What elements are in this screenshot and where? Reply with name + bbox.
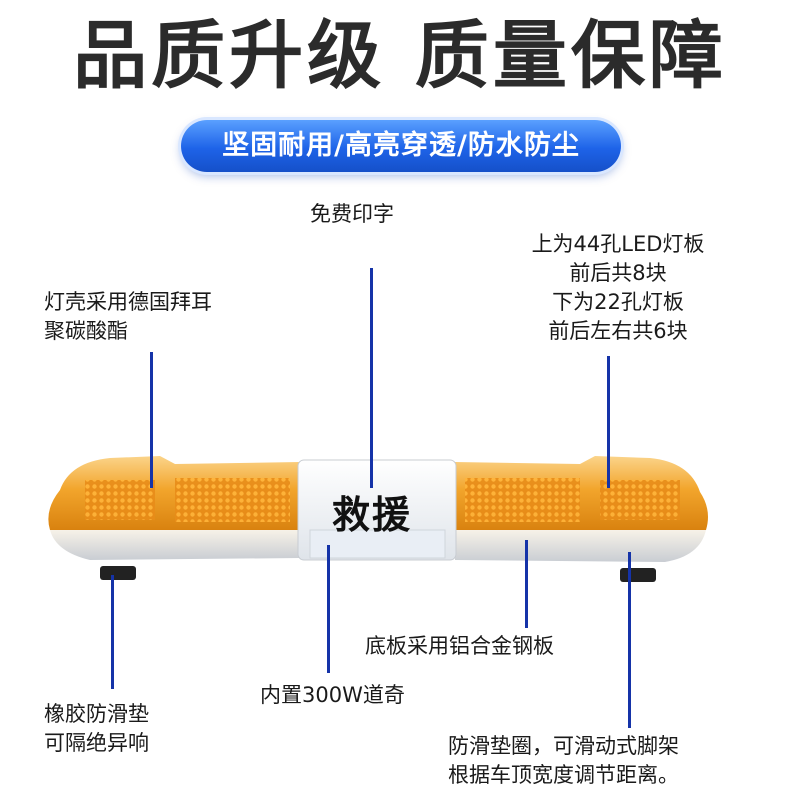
label-bracket-line-1: 防滑垫圈，可滑动式脚架 [448, 734, 679, 758]
pointer-base [525, 540, 528, 628]
headline: 品质升级 质量保障 [73, 13, 727, 99]
right-foot [620, 568, 656, 582]
feature-pill: 坚固耐用/高亮穿透/防水防尘 [181, 120, 621, 172]
label-base-plate: 底板采用铝合金钢板 [365, 634, 554, 658]
label-led-line-1: 上为44孔LED灯板 [531, 232, 705, 256]
pointer-strobe [327, 545, 330, 673]
label-shell-line-2: 聚碳酸酯 [44, 319, 128, 343]
pointer-bracket [628, 552, 631, 728]
left-led-board-1 [85, 480, 155, 520]
left-clear-base [50, 530, 300, 560]
label-led-line-4: 前后左右共6块 [548, 319, 688, 343]
label-free-print: 免费印字 [310, 202, 394, 226]
pointer-free-print [370, 268, 373, 488]
label-pad-line-2: 可隔绝异响 [44, 731, 149, 755]
label-bracket-line-2: 根据车顶宽度调节距离。 [448, 763, 679, 787]
pointer-led [607, 356, 610, 488]
label-shell-line-1: 灯壳采用德国拜耳 [44, 290, 212, 314]
label-shell-material: 灯壳采用德国拜耳 聚碳酸酯 [44, 288, 212, 346]
label-pad-line-1: 橡胶防滑垫 [44, 702, 149, 726]
pointer-shell [150, 352, 153, 488]
label-strobe: 内置300W道奇 [260, 683, 405, 707]
right-led-board-1 [465, 478, 580, 522]
left-led-board-2 [175, 478, 290, 522]
label-led-line-3: 下为22孔灯板 [552, 290, 684, 314]
label-bracket: 防滑垫圈，可滑动式脚架 根据车顶宽度调节距离。 [448, 732, 679, 790]
bar-print-text: 救援 [331, 493, 412, 537]
label-rubber-pad: 橡胶防滑垫 可隔绝异响 [44, 700, 149, 758]
left-foot [100, 566, 136, 580]
label-led-line-2: 前后共8块 [569, 261, 667, 285]
right-led-board-2 [600, 480, 680, 520]
right-clear-base [455, 530, 706, 562]
center-lower-lens [309, 529, 446, 559]
label-led-boards: 上为44孔LED灯板 前后共8块 下为22孔灯板 前后左右共6块 [508, 230, 728, 346]
pointer-pad [111, 575, 114, 689]
